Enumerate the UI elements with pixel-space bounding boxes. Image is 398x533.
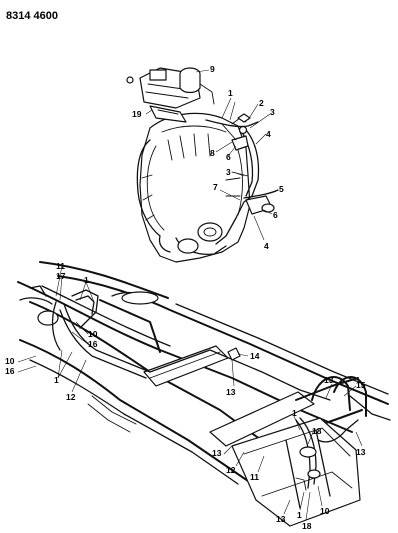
callout-5: 5 (279, 184, 284, 194)
callout-19: 19 (132, 109, 142, 119)
carburetor-assembly (126, 67, 215, 123)
callout-18-lower: 18 (302, 521, 312, 531)
callout-17: 17 (56, 271, 66, 281)
callout-4: 4 (266, 129, 271, 139)
callout-1: 1 (228, 88, 233, 98)
callout-9: 9 (210, 64, 215, 74)
callout-1-bottom: 1 (297, 510, 302, 520)
callout-4-lower: 4 (264, 241, 269, 251)
callout-11: 11 (56, 261, 65, 271)
callout-6: 6 (226, 152, 231, 162)
engine-assembly (136, 112, 251, 263)
diagram-code: 8314 4600 (6, 10, 58, 22)
callout-13-bottom: 13 (276, 514, 286, 524)
callout-1-front: 1 (84, 275, 89, 285)
callout-13-tank: 13 (212, 448, 222, 458)
chassis-fuel-lines (51, 289, 359, 491)
callout-15: 15 (356, 380, 366, 390)
callout-8: 8 (210, 148, 215, 158)
callout-10-rear: 10 (320, 506, 330, 516)
callout-13-right: 13 (356, 447, 366, 457)
callout-18-upper: 18 (312, 426, 322, 436)
callout-12: 12 (66, 392, 76, 402)
callout-10-left: 10 (5, 356, 15, 366)
callout-13-rear: 13 (324, 375, 334, 385)
callout-16-left: 16 (5, 366, 15, 376)
callout-3-lower: 3 (226, 167, 231, 177)
callout-3: 3 (270, 107, 275, 117)
callout-16: 16 (88, 339, 98, 349)
chassis-frame (17, 261, 391, 527)
callout-13-mid: 13 (226, 387, 236, 397)
callout-10: 10 (88, 329, 98, 339)
callout-7: 7 (213, 182, 218, 192)
callout-14: 14 (250, 351, 260, 361)
callout-6-lower: 6 (273, 210, 278, 220)
callout-12-rear: 12 (226, 465, 236, 475)
callout-2: 2 (259, 98, 264, 108)
callout-11-rear: 11 (250, 472, 259, 482)
callout-1-left: 1 (54, 375, 59, 385)
callout-1-rear: 1 (292, 408, 297, 418)
callout-leaders (17, 69, 363, 521)
engine-fuel-lines (205, 113, 279, 245)
callout-labels: 9 19 1 2 3 8 6 4 3 7 5 6 4 11 17 1 10 16… (5, 64, 366, 531)
